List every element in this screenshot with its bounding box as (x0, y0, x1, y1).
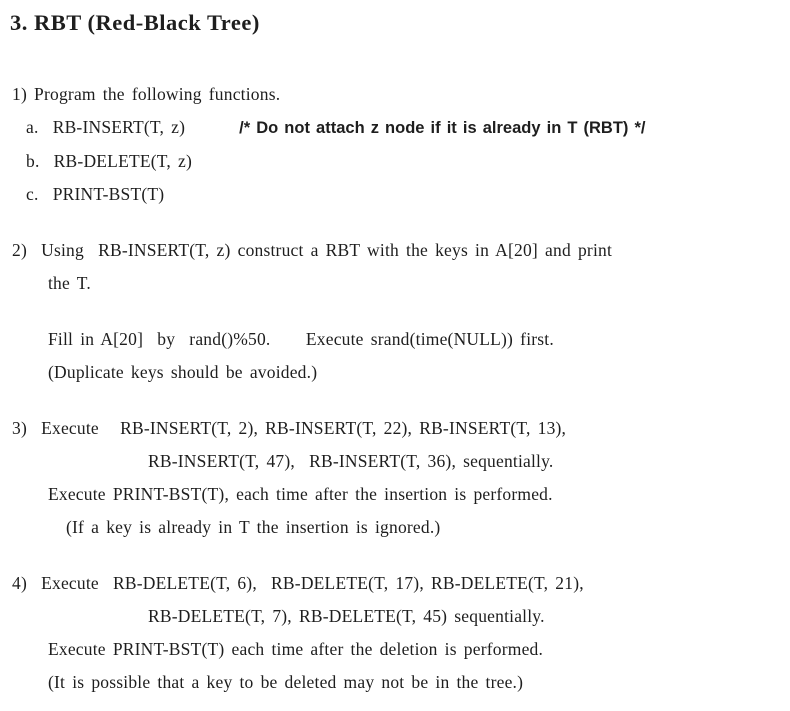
line-text: (If a key is already in T the insertion … (66, 517, 441, 537)
text-line: RB-DELETE(T, 7), RB-DELETE(T, 45) sequen… (0, 600, 790, 633)
page-title: 3. RBT (Red-Black Tree) (10, 10, 260, 35)
line-text: 1) Program the following functions. (12, 84, 281, 104)
text-line: c. PRINT-BST(T) (0, 178, 790, 211)
line-text: Execute PRINT-BST(T) each time after the… (48, 639, 544, 659)
item-4-delete-sequence: 4) Execute RB-DELETE(T, 6), RB-DELETE(T,… (0, 567, 790, 699)
document-body: 1) Program the following functions. a. RB… (0, 78, 790, 699)
text-line: 1) Program the following functions. (0, 78, 790, 111)
text-line: 2) Using RB-INSERT(T, z) construct a RBT… (0, 234, 790, 267)
text-line: (It is possible that a key to be deleted… (0, 666, 790, 699)
item-2-construct-rbt: 2) Using RB-INSERT(T, z) construct a RBT… (0, 234, 790, 300)
line-text: Execute PRINT-BST(T), each time after th… (48, 484, 553, 504)
line-text: RB-INSERT(T, 47), RB-INSERT(T, 36), sequ… (148, 451, 554, 471)
text-line: Fill in A[20] by rand()%50. Execute sran… (0, 323, 790, 356)
item-2-fill-array-note: Fill in A[20] by rand()%50. Execute sran… (0, 323, 790, 389)
text-line: 3) Execute RB-INSERT(T, 2), RB-INSERT(T,… (0, 412, 790, 445)
line-text: a. RB-INSERT(T, z) (26, 117, 186, 137)
text-line: Execute PRINT-BST(T) each time after the… (0, 633, 790, 666)
text-line: b. RB-DELETE(T, z) (0, 145, 790, 178)
item-1-program-functions: 1) Program the following functions. a. RB… (0, 78, 790, 211)
line-text: (It is possible that a key to be deleted… (48, 672, 524, 692)
line-text: b. RB-DELETE(T, z) (26, 151, 192, 171)
code-comment: /* Do not attach z node if it is already… (239, 119, 646, 137)
text-line: (If a key is already in T the insertion … (0, 511, 790, 544)
text-line: RB-INSERT(T, 47), RB-INSERT(T, 36), sequ… (0, 445, 790, 478)
text-line: (Duplicate keys should be avoided.) (0, 356, 790, 389)
line-text: 2) Using RB-INSERT(T, z) construct a RBT… (12, 240, 613, 260)
text-line: 4) Execute RB-DELETE(T, 6), RB-DELETE(T,… (0, 567, 790, 600)
item-3-insert-sequence: 3) Execute RB-INSERT(T, 2), RB-INSERT(T,… (0, 412, 790, 544)
line-text: c. PRINT-BST(T) (26, 184, 165, 204)
text-line: the T. (0, 267, 790, 300)
text-line: a. RB-INSERT(T, z) /* Do not attach z nod… (0, 111, 790, 145)
line-text: the T. (48, 273, 91, 293)
line-text: (Duplicate keys should be avoided.) (48, 362, 318, 382)
line-text: RB-DELETE(T, 7), RB-DELETE(T, 45) sequen… (148, 606, 545, 626)
line-text: 3) Execute RB-INSERT(T, 2), RB-INSERT(T,… (12, 418, 567, 438)
line-text: Fill in A[20] by rand()%50. Execute sran… (48, 329, 554, 349)
line-text: 4) Execute RB-DELETE(T, 6), RB-DELETE(T,… (12, 573, 584, 593)
text-line: Execute PRINT-BST(T), each time after th… (0, 478, 790, 511)
